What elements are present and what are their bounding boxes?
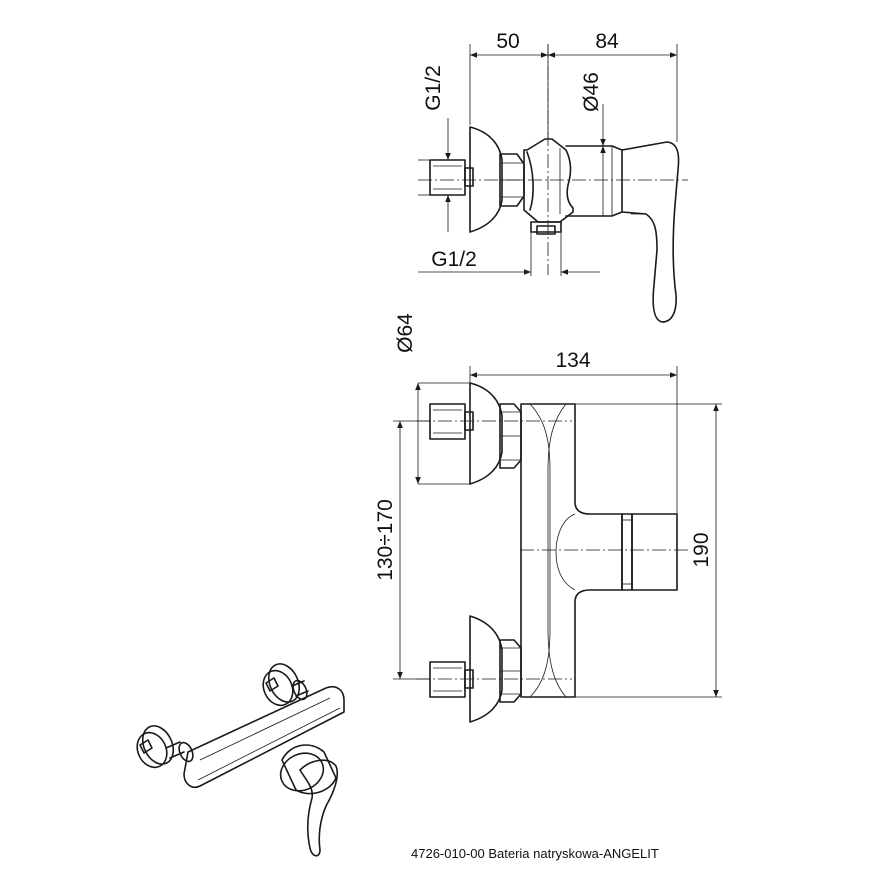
dim-total-width: 134 — [555, 349, 590, 372]
dim-84: 84 — [595, 30, 619, 53]
front-view: Ø64 134 130÷170 190 — [374, 313, 722, 723]
top-view: 50 84 G1/2 G1/2 Ø46 — [418, 30, 688, 323]
dim-height: 190 — [690, 532, 713, 567]
isometric-view — [136, 663, 345, 857]
drawing-caption: 4726-010-00 Bateria natryskowa-ANGELIT — [411, 846, 659, 861]
dim-50: 50 — [496, 30, 519, 53]
dim-spacing: 130÷170 — [374, 499, 397, 581]
dim-inlet-thread: G1/2 — [422, 65, 445, 111]
dim-rosette-diameter: Ø64 — [394, 313, 417, 353]
dim-outlet-thread: G1/2 — [431, 248, 477, 271]
dim-body-diameter: Ø46 — [580, 72, 603, 112]
